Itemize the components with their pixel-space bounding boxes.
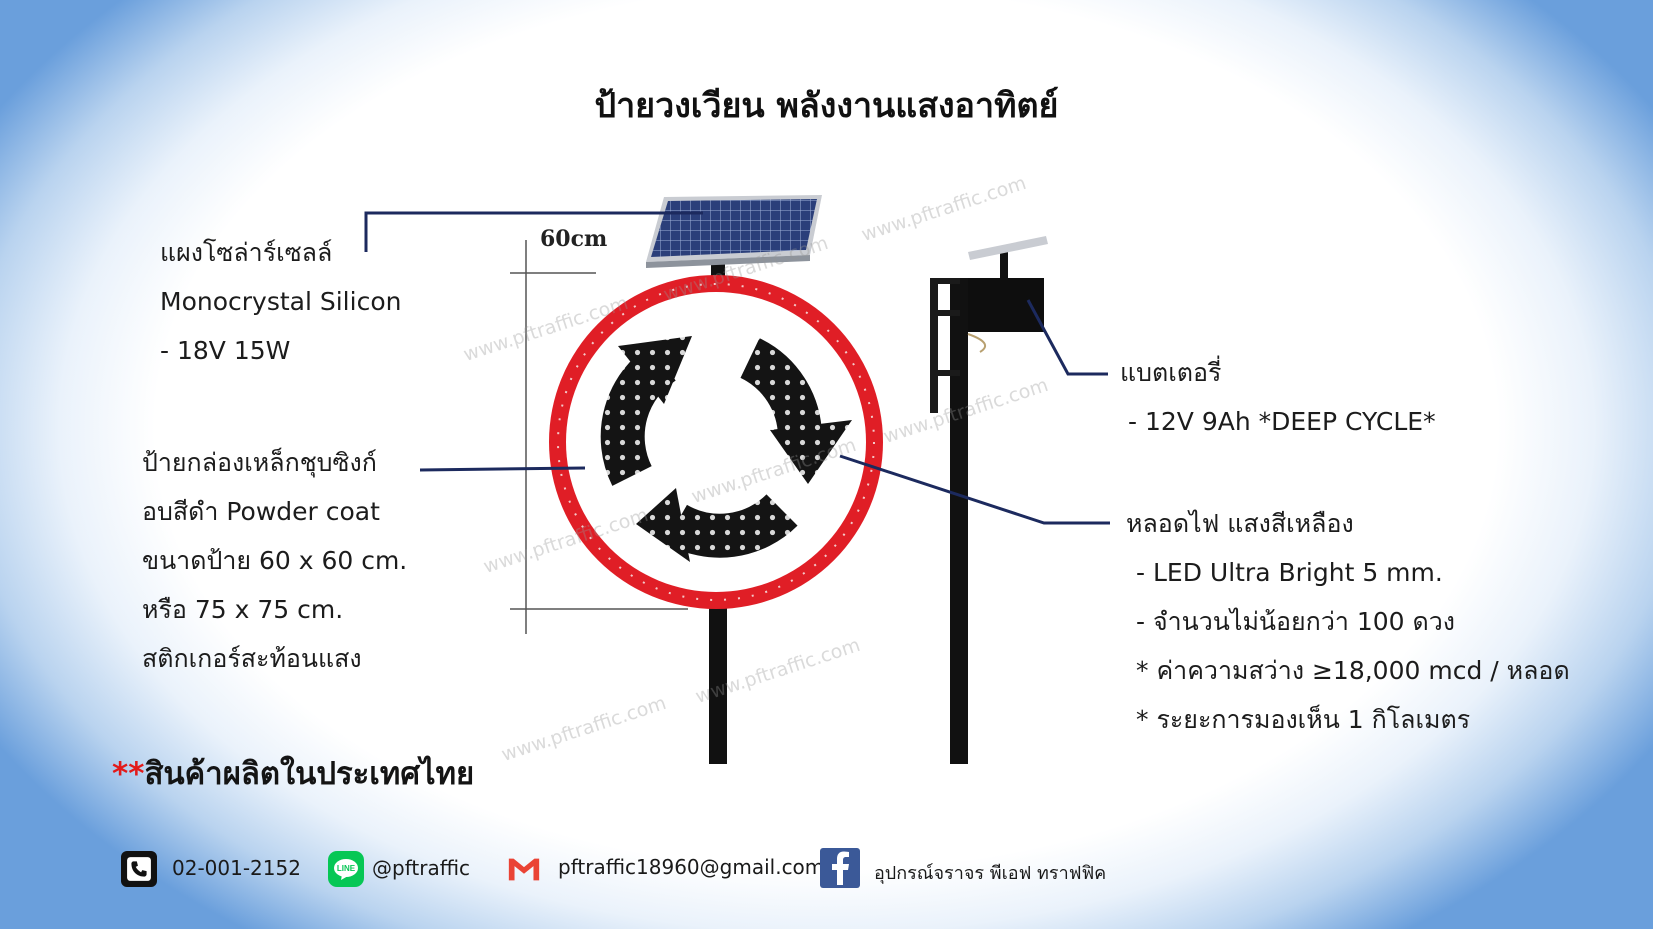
line-id[interactable]: @pftraffic: [372, 856, 471, 880]
battery-spec: แบตเตอรี่ - 12V 9Ah *DEEP CYCLE*: [1120, 348, 1436, 446]
email-address[interactable]: pftraffic18960@gmail.com: [558, 855, 825, 879]
dimension-label: 60cm: [540, 226, 608, 252]
battery-box-image: [968, 278, 1044, 332]
sign-pole: [709, 596, 727, 764]
made-in-text: สินค้าผลิตในประเทศไทย: [144, 756, 475, 792]
led-spec: หลอดไฟ แสงสีเหลือง - LED Ultra Bright 5 …: [1126, 499, 1570, 744]
led-visibility: * ระยะการมองเห็น 1 กิโลเมตร: [1136, 705, 1471, 734]
phone-icon: [121, 851, 157, 887]
led-count: - จำนวนไม่น้อยกว่า 100 ดวง: [1136, 607, 1455, 636]
page-title: ป้ายวงเวียน พลังงานแสงอาทิตย์: [594, 86, 1059, 126]
sign-box-title: ป้ายกล่องเหล็กชุบซิงก์: [142, 448, 377, 477]
made-in-stars: **: [112, 756, 145, 792]
sign-box-size-alt: หรือ 75 x 75 cm.: [142, 595, 344, 624]
led-type: - LED Ultra Bright 5 mm.: [1136, 558, 1443, 587]
solar-panel-type: Monocrystal Silicon: [160, 287, 402, 316]
led-title: หลอดไฟ แสงสีเหลือง: [1126, 509, 1354, 538]
battery-rating: - 12V 9Ah *DEEP CYCLE*: [1128, 407, 1436, 436]
svg-text:LINE: LINE: [337, 864, 356, 873]
side-view-image: [930, 236, 1048, 764]
callout-lines: [364, 211, 1110, 525]
solar-panel-title: แผงโซล่าร์เซลล์: [160, 238, 333, 267]
facebook-page[interactable]: อุปกรณ์จราจร พีเอฟ ทราฟฟิค: [874, 863, 1107, 884]
led-brightness: * ค่าความสว่าง ≥18,000 mcd / หลอด: [1136, 656, 1570, 685]
sign-box-size: ขนาดป้าย 60 x 60 cm.: [142, 546, 408, 575]
sign-box-finish: อบสีดำ Powder coat: [142, 497, 380, 526]
made-in-thailand: **สินค้าผลิตในประเทศไทย: [112, 748, 474, 798]
phone-number[interactable]: 02-001-2152: [172, 856, 301, 880]
gmail-icon: [506, 851, 542, 887]
line-app-icon: LINE: [328, 851, 364, 887]
sign-box-sticker: สติกเกอร์สะท้อนแสง: [142, 644, 362, 673]
solar-panel-rating: - 18V 15W: [160, 336, 291, 365]
roundabout-sign-image: [549, 275, 883, 609]
facebook-icon: [820, 848, 860, 888]
solar-panel-spec: แผงโซล่าร์เซลล์ Monocrystal Silicon - 18…: [160, 228, 401, 375]
dimension-marker: [510, 240, 688, 634]
sign-box-spec: ป้ายกล่องเหล็กชุบซิงก์ อบสีดำ Powder coa…: [142, 438, 407, 683]
battery-title: แบตเตอรี่: [1120, 358, 1222, 387]
